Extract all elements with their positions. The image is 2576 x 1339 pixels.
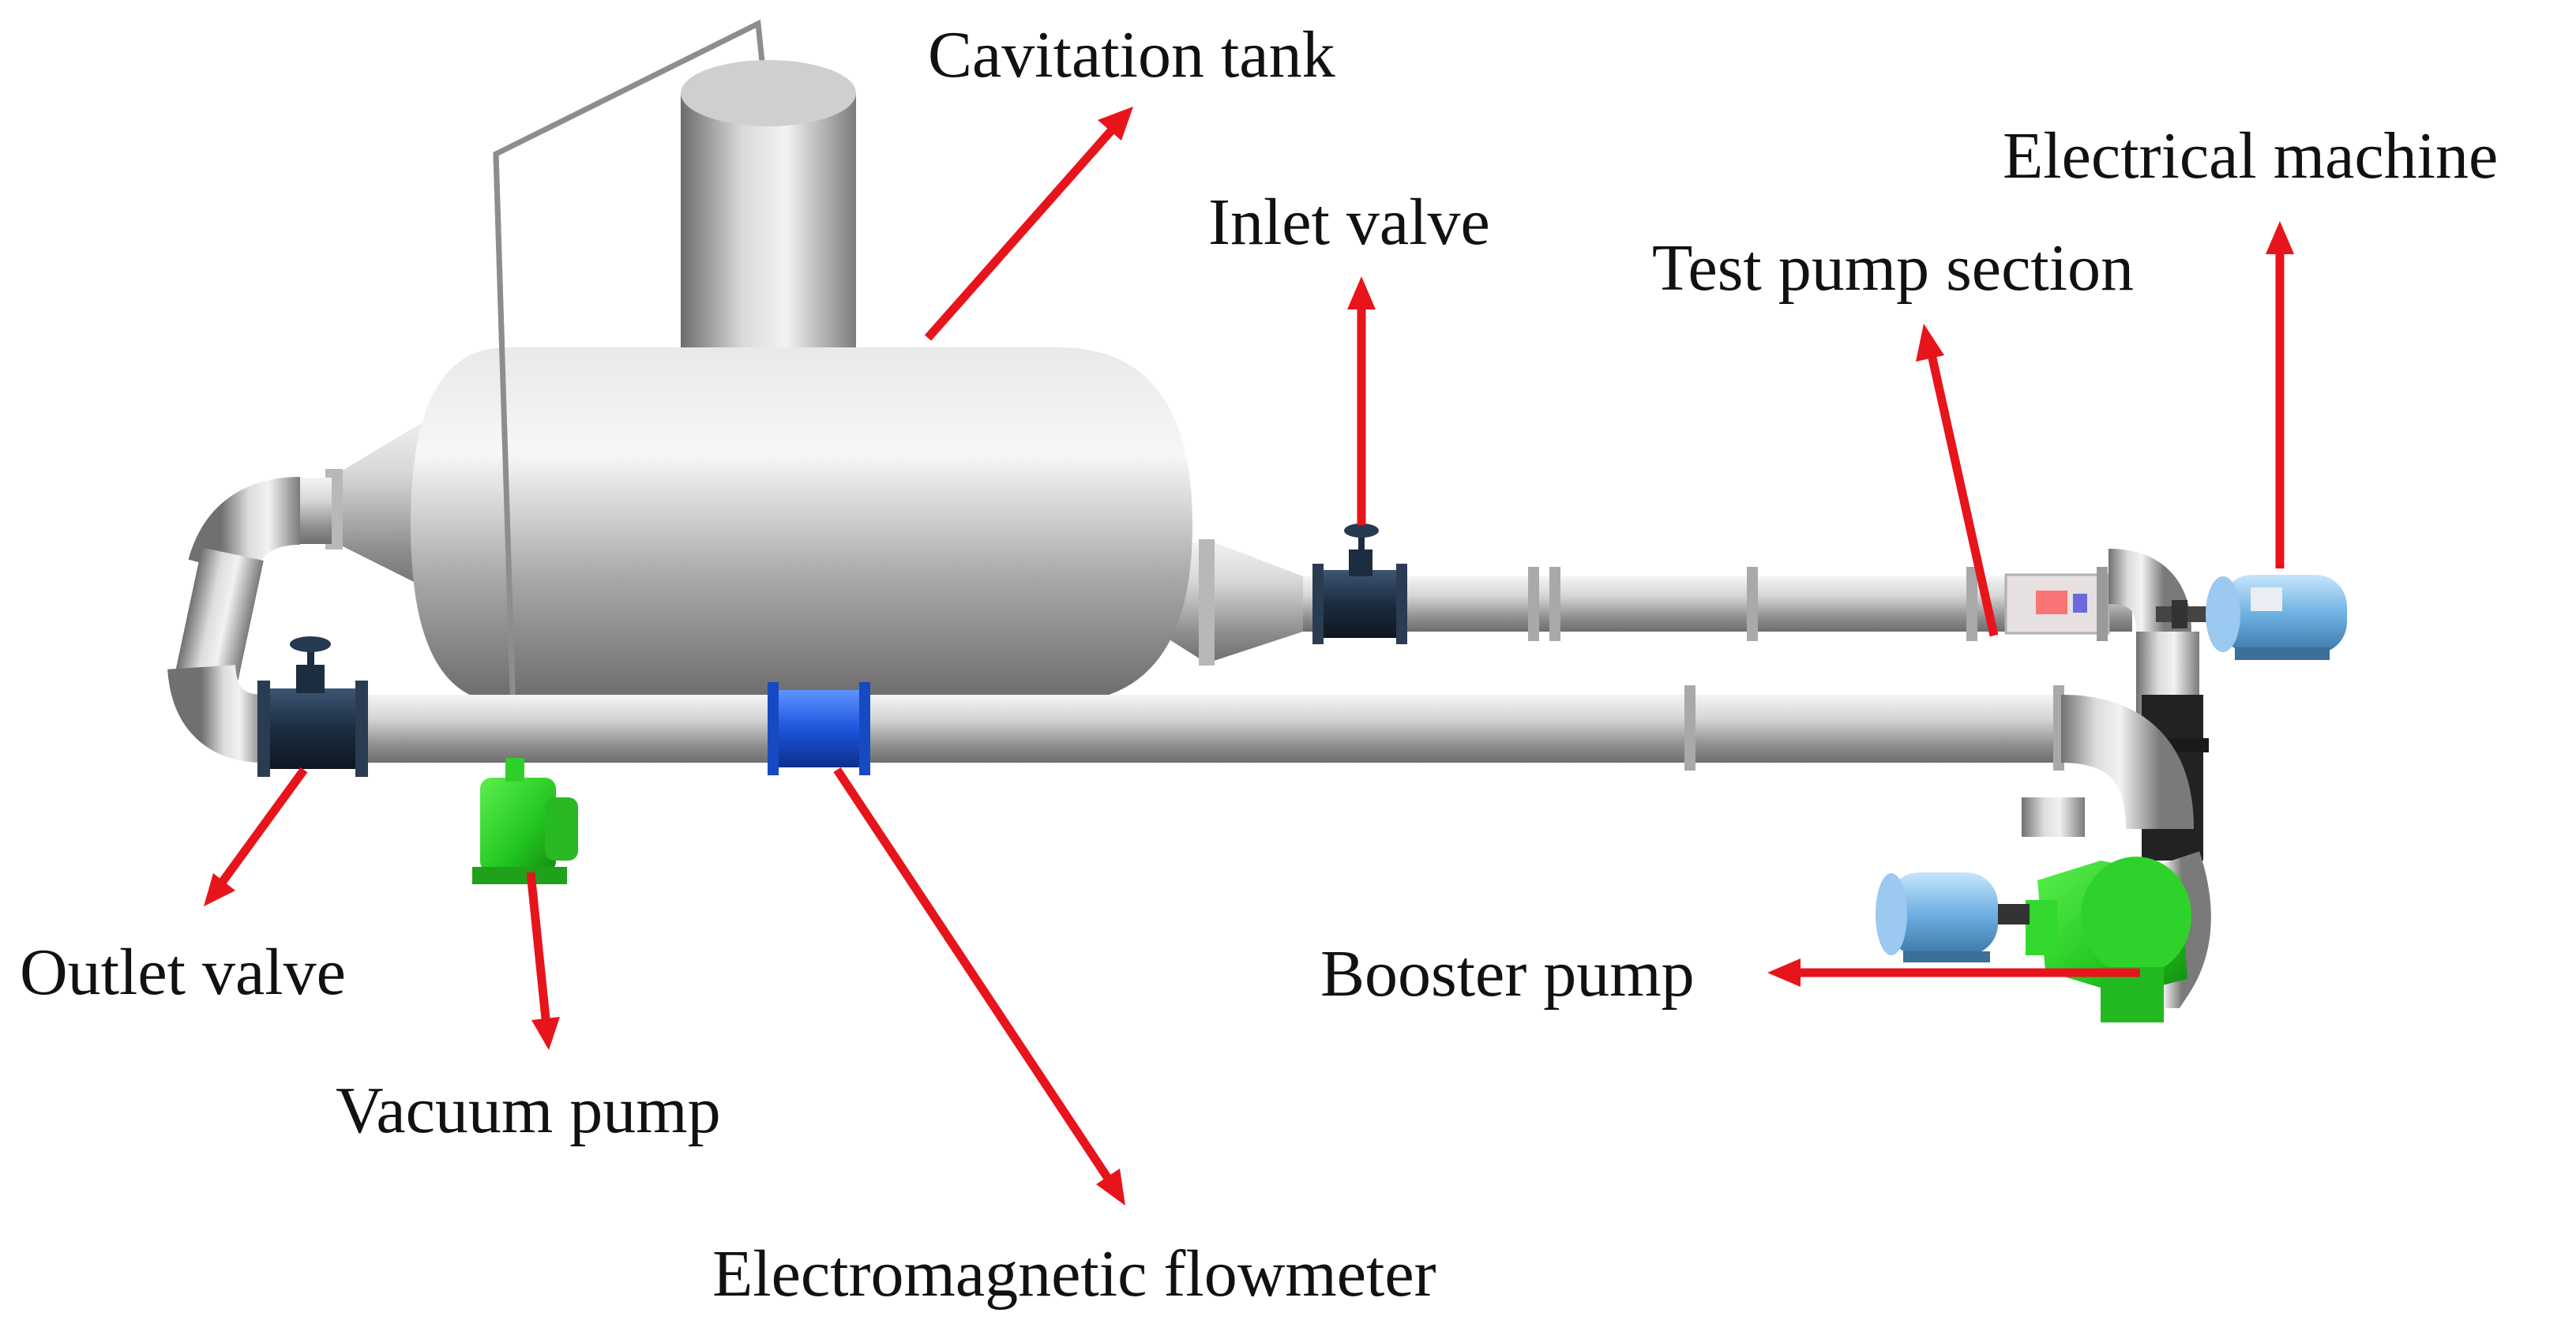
arrow-head-inlet-valve — [1347, 276, 1376, 309]
label-outlet-valve: Outlet valve — [20, 936, 346, 1009]
label-electrical-machine: Electrical machine — [2003, 119, 2499, 193]
inlet-valve — [1312, 523, 1407, 644]
electrical-machine — [2206, 575, 2347, 660]
arrow-head-booster-pump — [1767, 958, 1801, 987]
label-vacuum-pump: Vacuum pump — [336, 1074, 721, 1147]
label-cavitation-tank: Cavitation tank — [928, 18, 1335, 92]
arrow-head-electromagnetic-flowmeter — [1096, 1168, 1125, 1206]
booster-motor — [1876, 872, 2030, 962]
lower-left-elbow — [167, 663, 266, 763]
arrow-test-pump-section — [1925, 346, 1999, 637]
cavitation-tank-body — [411, 347, 1192, 703]
booster-pump — [2022, 797, 2191, 1022]
vacuum-pump — [472, 758, 578, 884]
lower-right-elbow — [2060, 695, 2194, 831]
test-pump-section — [2004, 567, 2110, 641]
electromagnetic-flowmeter — [768, 682, 870, 775]
left-downcomer — [175, 547, 264, 685]
outlet-valve — [257, 636, 368, 777]
arrow-head-test-pump-section — [1916, 324, 1944, 362]
label-booster-pump: Booster pump — [1320, 937, 1695, 1011]
arrow-electromagnetic-flowmeter — [833, 767, 1116, 1187]
arrow-head-electrical-machine — [2266, 221, 2294, 254]
label-inlet-valve: Inlet valve — [1208, 186, 1490, 259]
arrow-head-outlet-valve — [204, 873, 235, 906]
arrow-outlet-valve — [216, 767, 308, 889]
arrow-head-cavitation-tank — [1098, 107, 1133, 141]
tank-right-cone-2 — [1207, 539, 1303, 663]
arrow-head-vacuum-pump — [531, 1017, 560, 1050]
label-test-pump-section: Test pump section — [1652, 231, 2135, 305]
arrow-vacuum-pump — [526, 872, 551, 1027]
right-cone-flange — [1199, 539, 1215, 666]
callout-arrows — [204, 107, 2294, 1206]
label-electromagnetic-flowmeter: Electromagnetic flowmeter — [712, 1237, 1436, 1311]
upper-pipe-flanges — [1528, 567, 1977, 641]
coupling — [2156, 600, 2219, 628]
vacuum-line-front — [493, 153, 516, 715]
arrow-cavitation-tank — [924, 123, 1119, 341]
lower-return-pipe — [261, 695, 2085, 763]
